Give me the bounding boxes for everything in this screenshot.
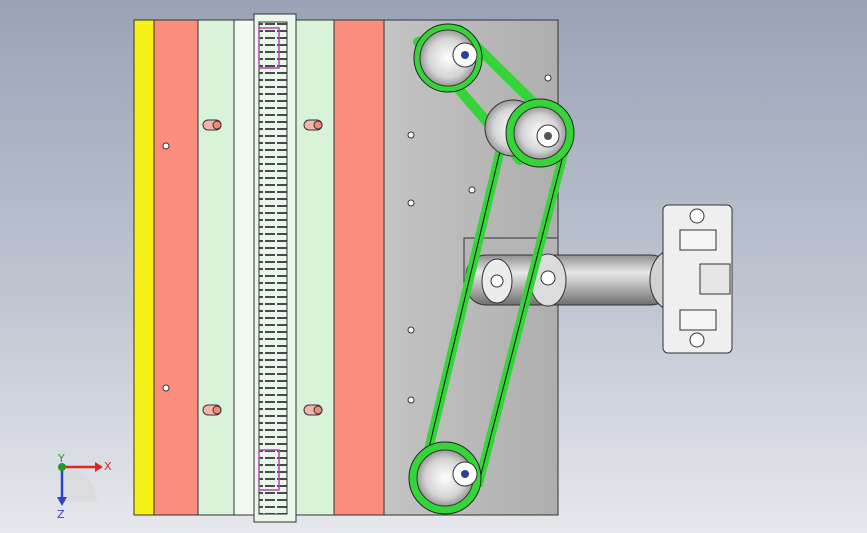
z-axis-label: Z [57,508,65,521]
pulley-top [413,23,483,93]
gear-rack [253,13,297,523]
locating-pins [202,119,323,416]
y-axis-dot [58,463,66,471]
mount-block [662,204,733,354]
plate-stack [133,19,385,516]
y-axis-label: Y [57,452,65,465]
actuator-shaft [465,249,698,311]
x-axis-label: X [104,460,112,473]
pulley-drive [505,98,575,168]
coordinate-triad: X Y Z [57,452,112,521]
pulley-bottom [408,441,482,515]
